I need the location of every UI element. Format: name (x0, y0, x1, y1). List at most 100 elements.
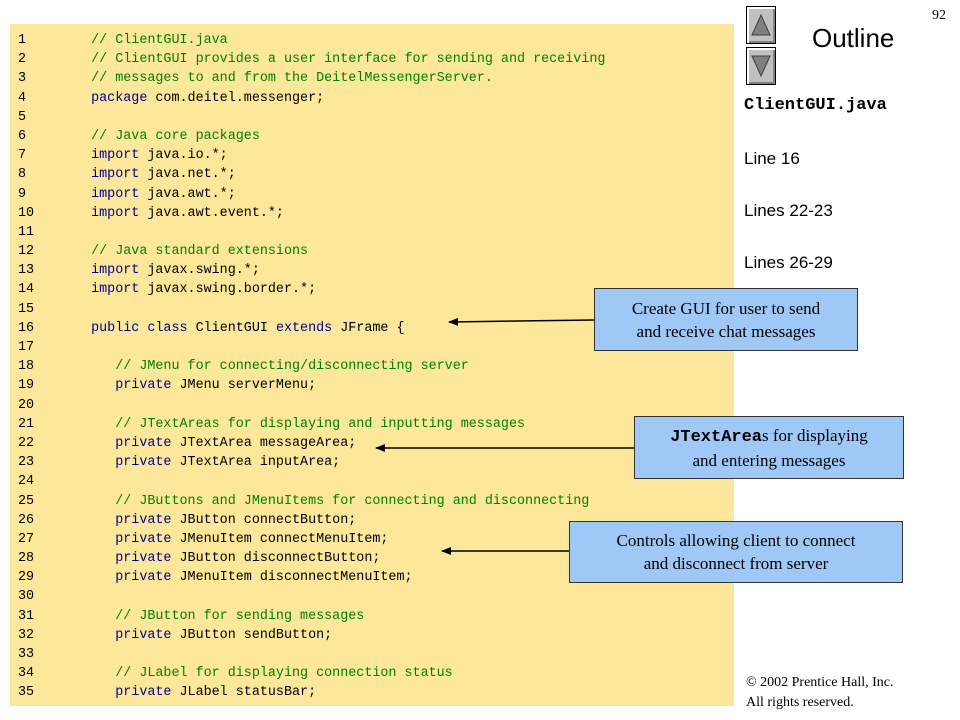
previous-slide-button[interactable] (746, 6, 776, 44)
code-text: private JButton sendButton; (67, 626, 332, 645)
line-number: 35 (18, 685, 35, 701)
code-comment: // Java core packages (67, 128, 260, 144)
code-line: 34 // JLabel for displaying connection s… (10, 664, 734, 683)
code-keyword: private (115, 551, 172, 567)
code-token: com.deitel.messenger; (147, 90, 325, 106)
callout-1-line-2: and receive chat messages (636, 321, 816, 341)
code-text: private JMenuItem connectMenuItem; (67, 530, 388, 549)
code-keyword: import (91, 282, 140, 298)
code-text: // JLabel for displaying connection stat… (67, 664, 453, 683)
line-number: 26 (18, 512, 35, 528)
outline-title: Outline (812, 23, 895, 53)
code-line: 3 // messages to and from the DeitelMess… (10, 69, 734, 88)
code-comment: // JMenu for connecting/disconnecting se… (67, 359, 469, 375)
line-ref-26-29[interactable]: Lines 26-29 (744, 253, 833, 272)
code-text: private JTextArea inputArea; (67, 453, 340, 472)
line-number: 21 (18, 416, 35, 432)
line-number: 17 (18, 340, 35, 355)
code-token: JTextArea inputArea; (171, 455, 341, 471)
code-line: 29 private JMenuItem disconnectMenuItem; (10, 568, 734, 587)
line-ref-22-23[interactable]: Lines 22-23 (744, 201, 833, 220)
line-number: 24 (18, 474, 35, 490)
code-token: JFrame { (332, 320, 405, 336)
callout-create-gui: Create GUI for user to send and receive … (594, 288, 858, 351)
line-number: 22 (18, 435, 35, 451)
code-token: JMenuItem connectMenuItem; (171, 531, 389, 547)
code-token: JMenuItem disconnectMenuItem; (171, 570, 413, 586)
code-comment: // JButtons and JMenuItems for connectin… (67, 493, 590, 509)
code-line: 22 private JTextArea messageArea; (10, 434, 734, 453)
line-number: 18 (18, 359, 35, 375)
line-number: 30 (18, 589, 35, 605)
code-keyword: import (91, 205, 140, 221)
code-token: javax.swing.*; (139, 263, 260, 279)
code-line: 33 (10, 645, 734, 664)
code-keyword: private (115, 378, 172, 394)
code-line: 6 // Java core packages (10, 127, 734, 146)
code-keyword: import (91, 186, 140, 202)
code-keyword: private (115, 627, 172, 643)
code-token: java.io.*; (139, 148, 228, 164)
line-number: 25 (18, 493, 35, 509)
line-number: 10 (18, 205, 35, 221)
callout-3-line-1: Controls allowing client to connect (616, 531, 856, 550)
up-triangle-icon (751, 14, 771, 36)
code-token: JTextArea messageArea; (171, 435, 357, 451)
code-text: import java.io.*; (67, 146, 228, 165)
code-line: 14 import javax.swing.border.*; (10, 280, 734, 299)
code-text: import javax.swing.border.*; (67, 280, 316, 299)
page-number: 92 (932, 8, 946, 23)
code-token: JButton disconnectButton; (171, 551, 381, 567)
code-text: private JLabel statusBar; (67, 683, 316, 702)
code-text: private JMenuItem disconnectMenuItem; (67, 568, 413, 587)
code-text: // Java standard extensions (67, 242, 308, 261)
code-comment: // JLabel for displaying connection stat… (67, 666, 453, 682)
code-token: java.awt.event.*; (139, 205, 284, 221)
code-line: 10 import java.awt.event.*; (10, 204, 734, 223)
code-line: 28 private JButton disconnectButton; (10, 549, 734, 568)
code-line: 17 (10, 338, 734, 357)
code-text: import java.awt.*; (67, 185, 236, 204)
line-number: 27 (18, 531, 35, 547)
code-text: import java.net.*; (67, 165, 236, 184)
line-number: 8 (18, 167, 27, 183)
code-text: // ClientGUI.java (67, 31, 228, 50)
callout-2-line-1: JTextAreas for displaying (670, 424, 868, 449)
code-comment: // ClientGUI.java (67, 33, 228, 48)
code-line: 19 private JMenu serverMenu; (10, 376, 734, 395)
code-comment: // ClientGUI provides a user interface f… (67, 52, 606, 68)
callout-jtextareas: JTextAreas for displaying and entering m… (634, 416, 904, 479)
code-line: 2 // ClientGUI provides a user interface… (10, 50, 734, 69)
code-text: import java.awt.event.*; (67, 204, 284, 223)
code-keyword: import (91, 167, 140, 183)
code-line: 21 // JTextAreas for displaying and inpu… (10, 415, 734, 434)
code-line: 15 (10, 300, 734, 319)
next-slide-button[interactable] (746, 47, 776, 85)
code-text: package com.deitel.messenger; (67, 89, 324, 108)
code-text: private JButton connectButton; (67, 511, 356, 530)
callout-3-line-2: and disconnect from server (643, 554, 829, 573)
down-triangle-icon (751, 55, 771, 77)
code-line: 8 import java.net.*; (10, 165, 734, 184)
code-comment: // JButton for sending messages (67, 608, 365, 624)
arrow-1 (448, 317, 595, 326)
code-keyword: private (115, 685, 172, 701)
code-line: 16 public class ClientGUI extends JFrame… (10, 319, 734, 338)
line-number: 6 (18, 128, 27, 144)
callout-2-rest: s for displaying (762, 425, 868, 445)
code-keyword: import (91, 148, 140, 164)
code-keyword: public class (91, 320, 188, 336)
line-number: 16 (18, 320, 35, 336)
code-line: 32 private JButton sendButton; (10, 626, 734, 645)
code-text: // Java core packages (67, 127, 260, 146)
line-number: 23 (18, 455, 35, 471)
code-text: // messages to and from the DeitelMessen… (67, 69, 493, 88)
line-ref-16[interactable]: Line 16 (744, 149, 800, 168)
code-text: public class ClientGUI extends JFrame { (67, 319, 405, 338)
file-name: ClientGUI.java (744, 96, 887, 115)
code-comment: // Java standard extensions (67, 244, 309, 260)
code-comment: // JTextAreas for displaying and inputti… (67, 416, 526, 432)
